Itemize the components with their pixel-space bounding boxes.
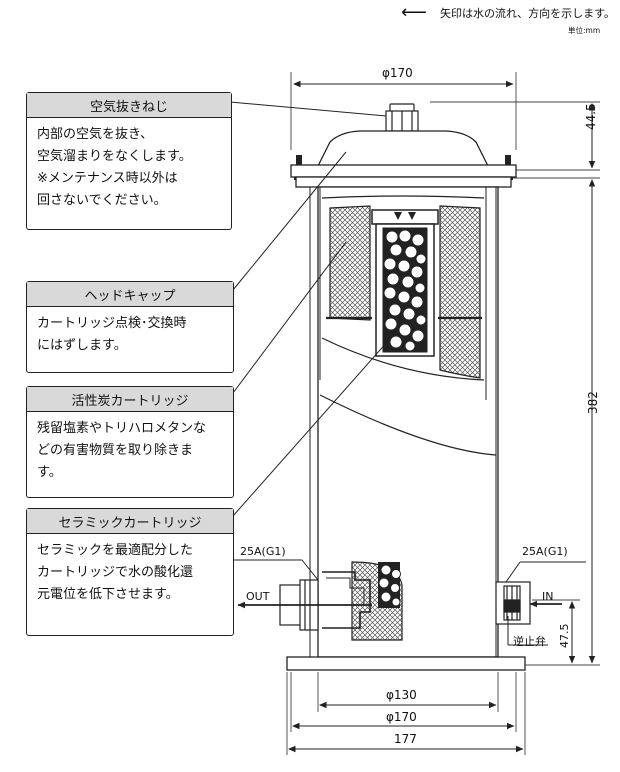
- dim-head-height-label: 44.5: [584, 103, 598, 130]
- activated-carbon: [329, 205, 371, 321]
- callout-air-vent-title: 空気抜きねじ: [27, 93, 231, 118]
- bottom-cutaway: [320, 560, 403, 641]
- callout-ceramic-body: セラミックを最適配分した カートリッジで水の酸化還 元電位を低下させます。: [37, 543, 194, 602]
- dim-base-inner-label: φ130: [386, 688, 417, 702]
- callout-head-cap-body: カートリッジ点検･交換時 にはずします。: [37, 316, 187, 353]
- callout-activated-carbon-title: 活性炭カートリッジ: [27, 387, 233, 412]
- callout-ceramic: セラミックカートリッジ セラミックを最適配分した カートリッジで水の酸化還 元電…: [26, 508, 234, 636]
- inlet-port: [495, 581, 531, 625]
- legend-unit: 単位:mm: [568, 26, 601, 35]
- dim-body-height-label: 382: [586, 391, 600, 414]
- callout-head-cap-title: ヘッドキャップ: [27, 282, 233, 307]
- leader-lines: [229, 101, 586, 646]
- dimension-lines: [288, 80, 596, 753]
- cutaway: [321, 195, 485, 381]
- callout-activated-carbon-body: 残留塩素やトリハロメタンな どの有害物質を取り除きま す。: [37, 421, 207, 480]
- dim-top-diameter-label: φ170: [382, 66, 413, 80]
- callout-ceramic-title: セラミックカートリッジ: [27, 509, 233, 534]
- dim-base-mid-label: φ170: [386, 710, 417, 724]
- check-valve-label: 逆止弁: [513, 635, 546, 648]
- in-label: IN: [542, 590, 554, 603]
- flow-arrow-icon: ⟵: [401, 2, 427, 23]
- inlet-size-label: 25A(G1): [522, 545, 568, 558]
- callout-air-vent: 空気抜きねじ 内部の空気を抜き、 空気溜まりをなくします。 ※メンテナンス時以外…: [26, 92, 232, 230]
- callout-head-cap: ヘッドキャップ カートリッジ点検･交換時 にはずします。: [26, 281, 234, 373]
- legend-arrow-text: 矢印は水の流れ、方向を示します。: [440, 7, 616, 20]
- dim-inlet-height-label: 47.5: [558, 623, 571, 649]
- callout-air-vent-body: 内部の空気を抜き、 空気溜まりをなくします。 ※メンテナンス時以外は 回さないで…: [37, 127, 192, 208]
- ceramic-balls: [383, 229, 427, 352]
- dim-base-outer-label: 177: [394, 732, 417, 746]
- out-label: OUT: [246, 590, 270, 603]
- extension-lines: [286, 72, 600, 755]
- ceramic-cartridge: [371, 209, 439, 225]
- head-cap: [316, 130, 490, 167]
- base-plate: [286, 656, 526, 671]
- air-vent-screw: [385, 103, 419, 132]
- outlet-size-label: 25A(G1): [240, 545, 286, 558]
- callout-activated-carbon: 活性炭カートリッジ 残留塩素やトリハロメタンな どの有害物質を取り除きま す。: [26, 386, 234, 498]
